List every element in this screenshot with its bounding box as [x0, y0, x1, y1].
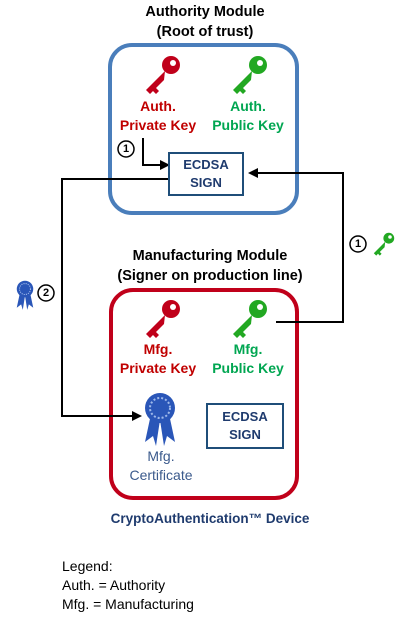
- authority-title-line1: Authority Module: [145, 4, 265, 20]
- mfg-private-key-icon: [146, 300, 180, 338]
- auth-private-key-line1: Auth.: [140, 98, 176, 114]
- mfg-private-key-line1: Mfg.: [143, 341, 173, 357]
- legend: Legend: Auth. = Authority Mfg. = Manufac…: [62, 557, 282, 614]
- manufacturing-title: Manufacturing Module (Signer on producti…: [100, 246, 320, 286]
- mfg-certificate-line2: Certificate: [129, 467, 193, 483]
- authority-title-line2: (Root of trust): [156, 24, 254, 40]
- legend-line-mfg: Mfg. = Manufacturing: [62, 596, 194, 612]
- step-2-flow-number: 2: [42, 287, 50, 299]
- mfg-public-key-label: Mfg. Public Key: [204, 340, 292, 378]
- auth-sign-to-certificate-arrow: [61, 178, 168, 421]
- manufacturing-title-line2: (Signer on production line): [117, 268, 303, 284]
- auth-private-key-line2: Private Key: [119, 117, 197, 133]
- flow-public-key-icon: [373, 232, 395, 256]
- step-1-flow-circle: [349, 235, 367, 253]
- mfg-public-key-to-auth-sign-arrow: [248, 168, 344, 323]
- certificate-ribbon-icon: [145, 393, 175, 446]
- auth-sign-line1: ECDSA: [183, 157, 229, 172]
- mfg-public-key-icon: [233, 300, 267, 338]
- auth-private-key-label: Auth. Private Key: [110, 97, 206, 135]
- mfg-sign-line1: ECDSA: [222, 409, 268, 424]
- manufacturing-module-frame: [109, 288, 299, 500]
- auth-public-key-label: Auth. Public Key: [204, 97, 292, 135]
- mfg-sign-line2: SIGN: [229, 427, 261, 442]
- legend-line-auth: Auth. = Authority: [62, 577, 166, 593]
- manufacturing-title-line1: Manufacturing Module: [132, 248, 288, 264]
- step-1-auth-circle: [117, 140, 135, 158]
- mfg-certificate-line1: Mfg.: [147, 448, 175, 464]
- authority-title: Authority Module (Root of trust): [90, 2, 320, 42]
- auth-public-key-line1: Auth.: [230, 98, 266, 114]
- legend-heading: Legend:: [62, 558, 113, 574]
- flow-ribbon-icon: [16, 280, 34, 310]
- auth-public-key-line2: Public Key: [212, 117, 284, 133]
- mfg-private-key-line2: Private Key: [119, 360, 197, 376]
- auth-private-key-icon: [146, 56, 180, 94]
- device-label: CryptoAuthentication™ Device: [110, 511, 310, 526]
- mfg-certificate-label: Mfg. Certificate: [116, 447, 206, 485]
- mfg-public-key-line2: Public Key: [212, 360, 284, 376]
- auth-public-key-icon: [233, 56, 267, 94]
- step-2-flow-circle: [37, 284, 55, 302]
- authority-module-frame: [108, 43, 299, 215]
- mfg-ecdsa-sign-box: ECDSA SIGN: [206, 403, 284, 449]
- mfg-private-key-label: Mfg. Private Key: [110, 340, 206, 378]
- auth-ecdsa-sign-box: ECDSA SIGN: [168, 152, 244, 196]
- mfg-public-key-line1: Mfg.: [233, 341, 263, 357]
- step-1-flow-number: 1: [354, 238, 362, 250]
- auth-sign-line2: SIGN: [190, 175, 222, 190]
- auth-private-key-arrow: [142, 138, 170, 170]
- step-1-auth-number: 1: [122, 143, 130, 155]
